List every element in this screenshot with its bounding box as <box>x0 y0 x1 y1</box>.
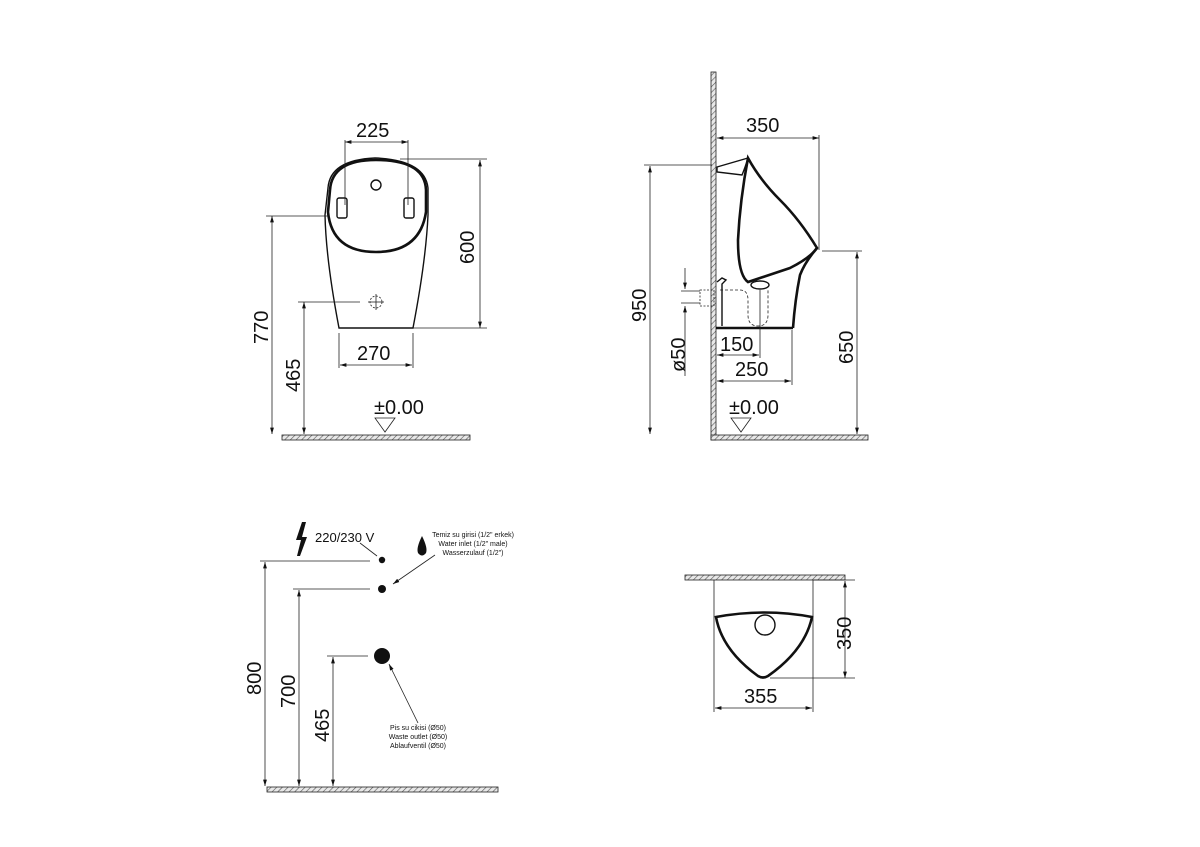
front-view: ±0.00 225 600 770 465 <box>251 120 487 441</box>
floor-level-label: ±0.00 <box>374 397 424 419</box>
waste-outlet-point <box>374 648 390 664</box>
wall-section <box>710 71 717 441</box>
power-point <box>378 556 386 564</box>
bowl-profile <box>736 154 819 284</box>
waste-outlet-line-1: Pis su cikisi (Ø50) <box>390 725 446 732</box>
connection-view: 220/230 V Temiz su girisi (1/2" erkek) W… <box>244 522 514 793</box>
urinal-bowl-rim <box>326 158 428 254</box>
top-inlet-hole <box>754 614 776 636</box>
dim-600: 600 <box>457 231 479 264</box>
waste-outlet-line-2: Waste outlet (Ø50) <box>389 734 448 741</box>
side-view: ±0.00 350 950 650 ø50 150 <box>629 71 869 441</box>
dim-350-top: 350 <box>834 617 856 650</box>
left-mounting-bracket <box>336 197 348 219</box>
water-inlet-line-2: Water inlet (1/2" male) <box>438 541 507 548</box>
water-inlet-hole <box>370 179 382 191</box>
dim-800: 800 <box>244 662 266 695</box>
urinal-body-outline <box>324 157 429 329</box>
dim-650: 650 <box>836 331 858 364</box>
drain-valve <box>750 280 770 290</box>
dim-225: 225 <box>356 120 389 142</box>
water-inlet-line-3: Wasserzulauf (1/2") <box>443 550 504 557</box>
water-inlet-point <box>378 585 386 593</box>
top-view: 350 355 <box>684 574 856 712</box>
floor-slab <box>281 434 471 441</box>
voltage-label: 220/230 V <box>315 530 375 545</box>
waste-outlet-line-3: Ablaufventil (Ø50) <box>390 743 446 750</box>
right-mounting-bracket <box>403 197 415 219</box>
top-bracket <box>716 156 750 176</box>
dim-355: 355 <box>744 686 777 708</box>
urinal-top-outline <box>714 611 814 679</box>
dim-250: 250 <box>735 359 768 381</box>
floor-level-label-side: ±0.00 <box>729 397 779 419</box>
water-inlet-line-1: Temiz su girisi (1/2" erkek) <box>432 532 514 539</box>
floor-slab-conn <box>266 786 499 793</box>
wall-slab-top <box>684 574 846 581</box>
floor-slab-side <box>710 434 869 441</box>
dim-350-side: 350 <box>746 115 779 137</box>
water-drop-icon <box>417 536 427 556</box>
siphon-trap <box>720 289 769 327</box>
dim-950: 950 <box>629 289 651 322</box>
dim-700: 700 <box>278 675 300 708</box>
floor-level-marker <box>374 417 396 433</box>
lightning-icon <box>296 522 307 556</box>
dim-465-front: 465 <box>283 359 305 392</box>
dim-270: 270 <box>357 343 390 365</box>
floor-level-marker-side <box>730 417 752 433</box>
dim-150: 150 <box>720 334 753 356</box>
dim-465-conn: 465 <box>312 709 334 742</box>
dim-770: 770 <box>251 311 273 344</box>
dim-o50: ø50 <box>668 338 690 372</box>
wall-pipe <box>699 289 715 307</box>
